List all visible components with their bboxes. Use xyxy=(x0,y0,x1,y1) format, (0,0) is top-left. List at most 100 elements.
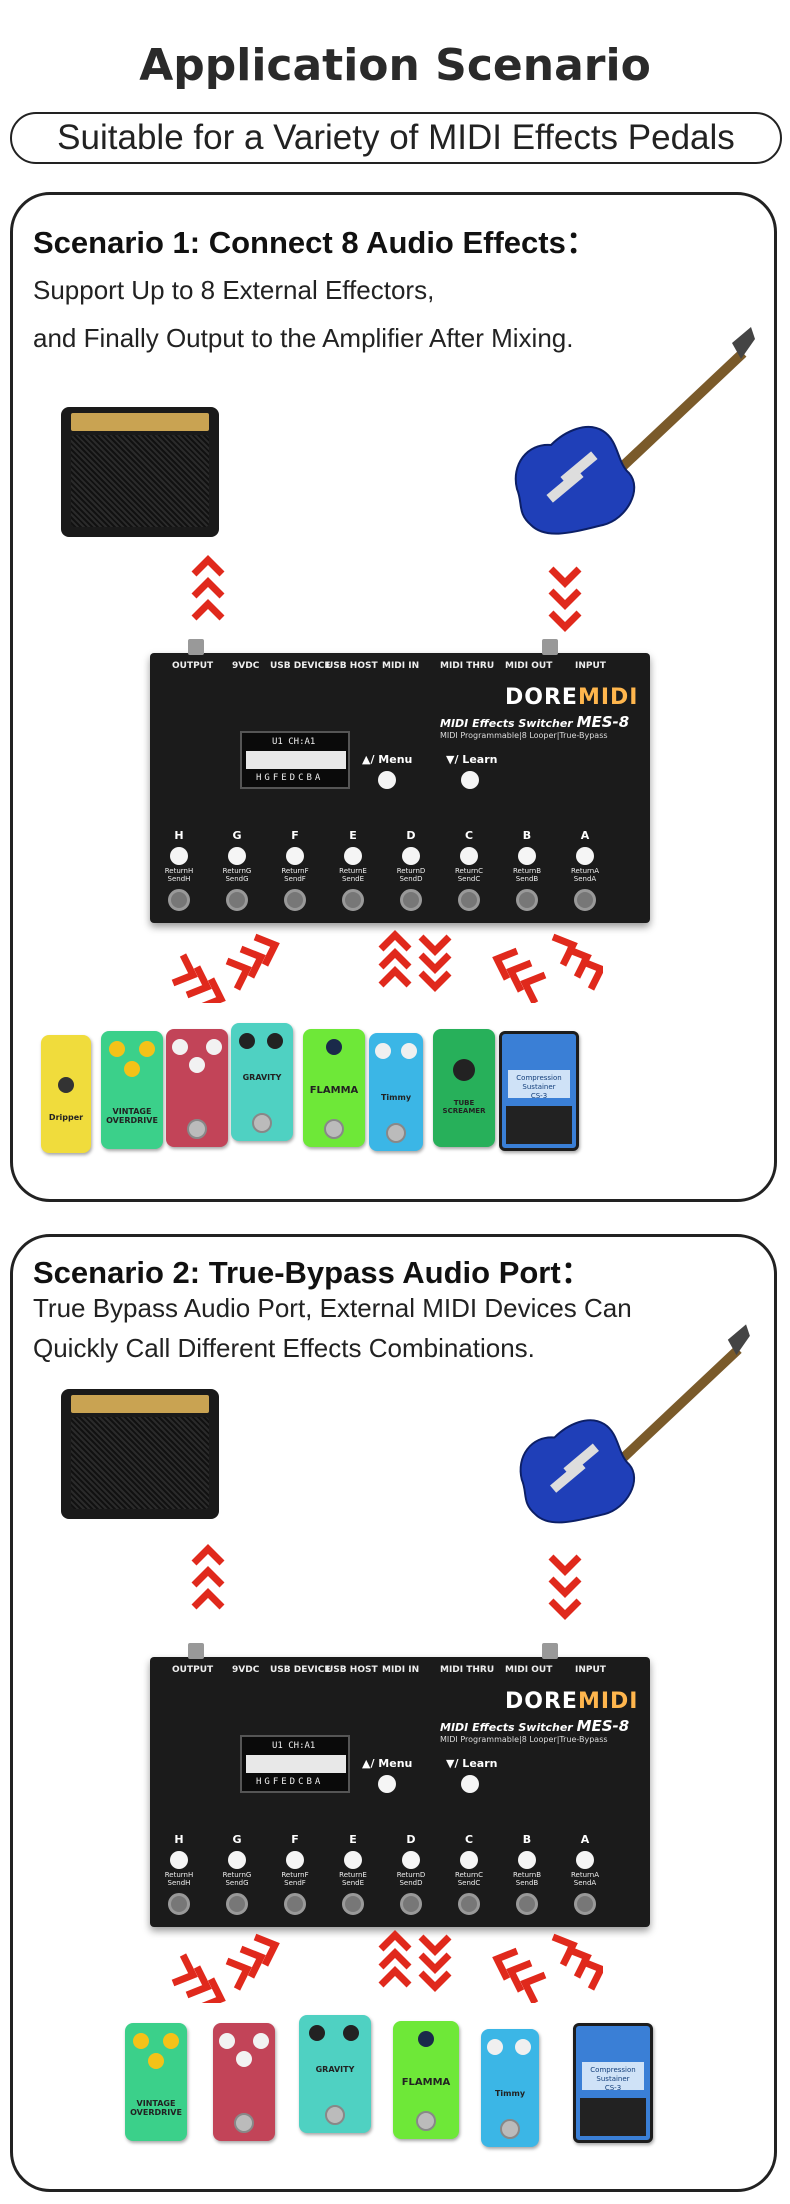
footswitch-d xyxy=(402,1851,420,1869)
tube-screamer-pedal-image: TUBE SCREAMER xyxy=(433,1029,495,1147)
loop-arrows-icon xyxy=(171,1930,603,2003)
output-arrows-icon xyxy=(191,555,225,621)
screen-top-text: U1 CH:A1 xyxy=(272,1741,316,1751)
device-tagline: MIDI Programmable|8 Looper|True-Bypass xyxy=(440,731,608,740)
channel-a-label: A xyxy=(580,1833,590,1846)
jack-f xyxy=(284,1893,306,1915)
channel-d-label: D xyxy=(406,829,416,842)
footswitch-a xyxy=(576,1851,594,1869)
power-jack-label: 9VDC xyxy=(232,1665,260,1675)
scenario-1-line-1: Support Up to 8 External Effectors, xyxy=(33,275,435,305)
channel-h-label: H xyxy=(174,829,184,842)
jack-h xyxy=(168,1893,190,1915)
scenario-2-card: Scenario 2: True-Bypass Audio Port： True… xyxy=(10,1234,777,2192)
jack-g xyxy=(226,889,248,911)
scenario-1-heading: Scenario 1: Connect 8 Audio Effects： xyxy=(33,225,597,260)
footswitch-b xyxy=(518,847,536,865)
channel-h-label: H xyxy=(174,1833,184,1846)
usb-host-label: USB HOST xyxy=(326,1665,378,1675)
vintage-overdrive-pedal-image: VINTAGE OVERDRIVE xyxy=(101,1031,163,1149)
footswitch-h xyxy=(170,847,188,865)
flamma-pedal-image: FLAMMA xyxy=(393,2021,459,2139)
model-name: MIDI Effects Switcher MES-8 xyxy=(440,713,630,731)
midi-in-label: MIDI IN xyxy=(382,1665,420,1675)
channel-d-label: D xyxy=(406,1833,416,1846)
output-jack-label: OUTPUT xyxy=(172,1665,214,1675)
lcd-screen: U1 CH:A1 HGFEDCBA xyxy=(240,1735,350,1793)
subtitle-pill: Suitable for a Variety of MIDI Effects P… xyxy=(10,112,782,164)
footswitch-d xyxy=(402,847,420,865)
midi-thru-label: MIDI THRU xyxy=(440,1665,495,1675)
brand-logo: DOREMIDI xyxy=(505,685,639,710)
footswitch-f xyxy=(286,1851,304,1869)
channel-g-label: G xyxy=(232,1833,242,1846)
jack-d xyxy=(400,889,422,911)
mes-8-switcher-image: OUTPUT 9VDC USB DEVICE USB HOST MIDI IN … xyxy=(150,1643,650,1927)
gravity-pedal-image: GRAVITY xyxy=(231,1023,293,1141)
jack-b xyxy=(516,1893,538,1915)
scenario-2-line-2: Quickly Call Different Effects Combinati… xyxy=(33,1333,535,1363)
usb-device-label: USB DEVICE xyxy=(270,1665,331,1675)
channel-b-label: B xyxy=(522,829,532,842)
scenario-2-line-1: True Bypass Audio Port, External MIDI De… xyxy=(33,1293,632,1323)
brand-logo: DOREMIDI xyxy=(505,1689,639,1714)
midi-out-label: MIDI OUT xyxy=(505,661,553,671)
midi-thru-label: MIDI THRU xyxy=(440,661,495,671)
footswitch-c xyxy=(460,1851,478,1869)
jack-b xyxy=(516,889,538,911)
model-name: MIDI Effects Switcher MES-8 xyxy=(440,1717,630,1735)
red-pedal-image xyxy=(166,1029,228,1147)
loop-arrows-icon xyxy=(171,930,603,1003)
vintage-overdrive-pedal-image: VINTAGE OVERDRIVE xyxy=(125,2023,187,2141)
footswitch-b xyxy=(518,1851,536,1869)
jack-f xyxy=(284,889,306,911)
device-tagline: MIDI Programmable|8 Looper|True-Bypass xyxy=(440,1735,608,1744)
channel-e-label: E xyxy=(349,829,357,842)
learn-button xyxy=(461,1775,479,1793)
screen-bottom-text: HGFEDCBA xyxy=(256,1777,324,1787)
lcd-screen: U1 CH:A1 HGFEDCBA xyxy=(240,731,350,789)
scenario-1-line-2: and Finally Output to the Amplifier Afte… xyxy=(33,323,574,353)
output-arrows-icon xyxy=(191,1544,225,1610)
footswitch-g xyxy=(228,1851,246,1869)
amplifier-image xyxy=(61,407,219,537)
channel-f-label: F xyxy=(291,829,299,842)
menu-button-label: ▲/ Menu xyxy=(362,753,413,766)
jack-e xyxy=(342,889,364,911)
channel-b-label: B xyxy=(522,1833,532,1846)
output-jack-label: OUTPUT xyxy=(172,661,214,671)
jack-a xyxy=(574,1893,596,1915)
footswitch-f xyxy=(286,847,304,865)
jack-h xyxy=(168,889,190,911)
midi-in-label: MIDI IN xyxy=(382,661,420,671)
footswitch-e xyxy=(344,1851,362,1869)
channel-e-label: E xyxy=(349,1833,357,1846)
jack-c xyxy=(458,1893,480,1915)
channel-a-label: A xyxy=(580,829,590,842)
flamma-pedal-image: FLAMMA xyxy=(303,1029,365,1147)
channel-c-label: C xyxy=(464,1833,474,1846)
learn-button-label: ▼/ Learn xyxy=(446,1757,498,1770)
learn-button xyxy=(461,771,479,789)
input-arrows-icon xyxy=(548,566,582,632)
menu-button xyxy=(378,1775,396,1793)
input-arrows-icon xyxy=(548,1554,582,1620)
jack-c xyxy=(458,889,480,911)
channel-g-label: G xyxy=(232,829,242,842)
midi-out-label: MIDI OUT xyxy=(505,1665,553,1675)
jack-e xyxy=(342,1893,364,1915)
